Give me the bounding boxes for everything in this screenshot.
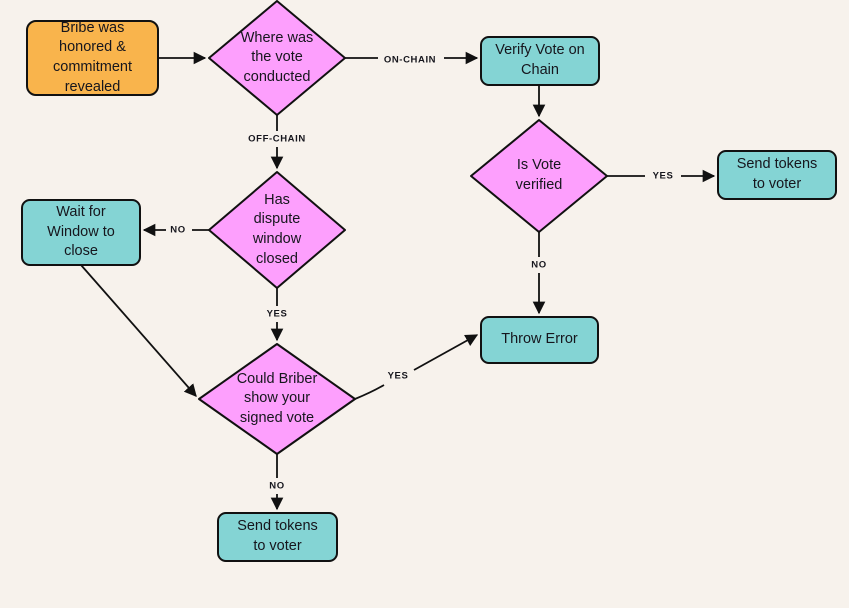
edge-wait-window-to-could-briber — [80, 264, 197, 397]
throw-error-shape[interactable] — [480, 316, 599, 364]
has-dispute-window-closed-shape[interactable] — [208, 171, 346, 289]
bribe-honored-shape[interactable] — [26, 20, 159, 96]
send-tokens-right-shape[interactable] — [717, 150, 837, 200]
edge-label-is-verified-no: NO — [529, 259, 549, 271]
could-briber-shape[interactable] — [198, 343, 356, 455]
edge-could-briber-yes-line1 — [354, 384, 385, 400]
edge-label-dispute-window-yes: YES — [264, 308, 290, 320]
is-vote-verified-shape[interactable] — [470, 119, 608, 233]
verify-vote-on-chain-shape[interactable] — [480, 36, 600, 86]
edge-label-on-chain: ON-CHAIN — [381, 54, 439, 66]
edge-label-is-verified-yes: YES — [650, 170, 676, 182]
edge-could-briber-yes-line2 — [413, 334, 479, 371]
edge-label-dispute-window-no: NO — [168, 224, 188, 236]
send-tokens-bottom-shape[interactable] — [217, 512, 338, 562]
where-vote-conducted-shape[interactable] — [208, 0, 346, 116]
edge-label-could-briber-no: NO — [267, 480, 287, 492]
wait-for-window-shape[interactable] — [21, 199, 141, 266]
edge-label-could-briber-yes: YES — [385, 370, 411, 382]
edge-label-off-chain: OFF-CHAIN — [246, 133, 308, 145]
